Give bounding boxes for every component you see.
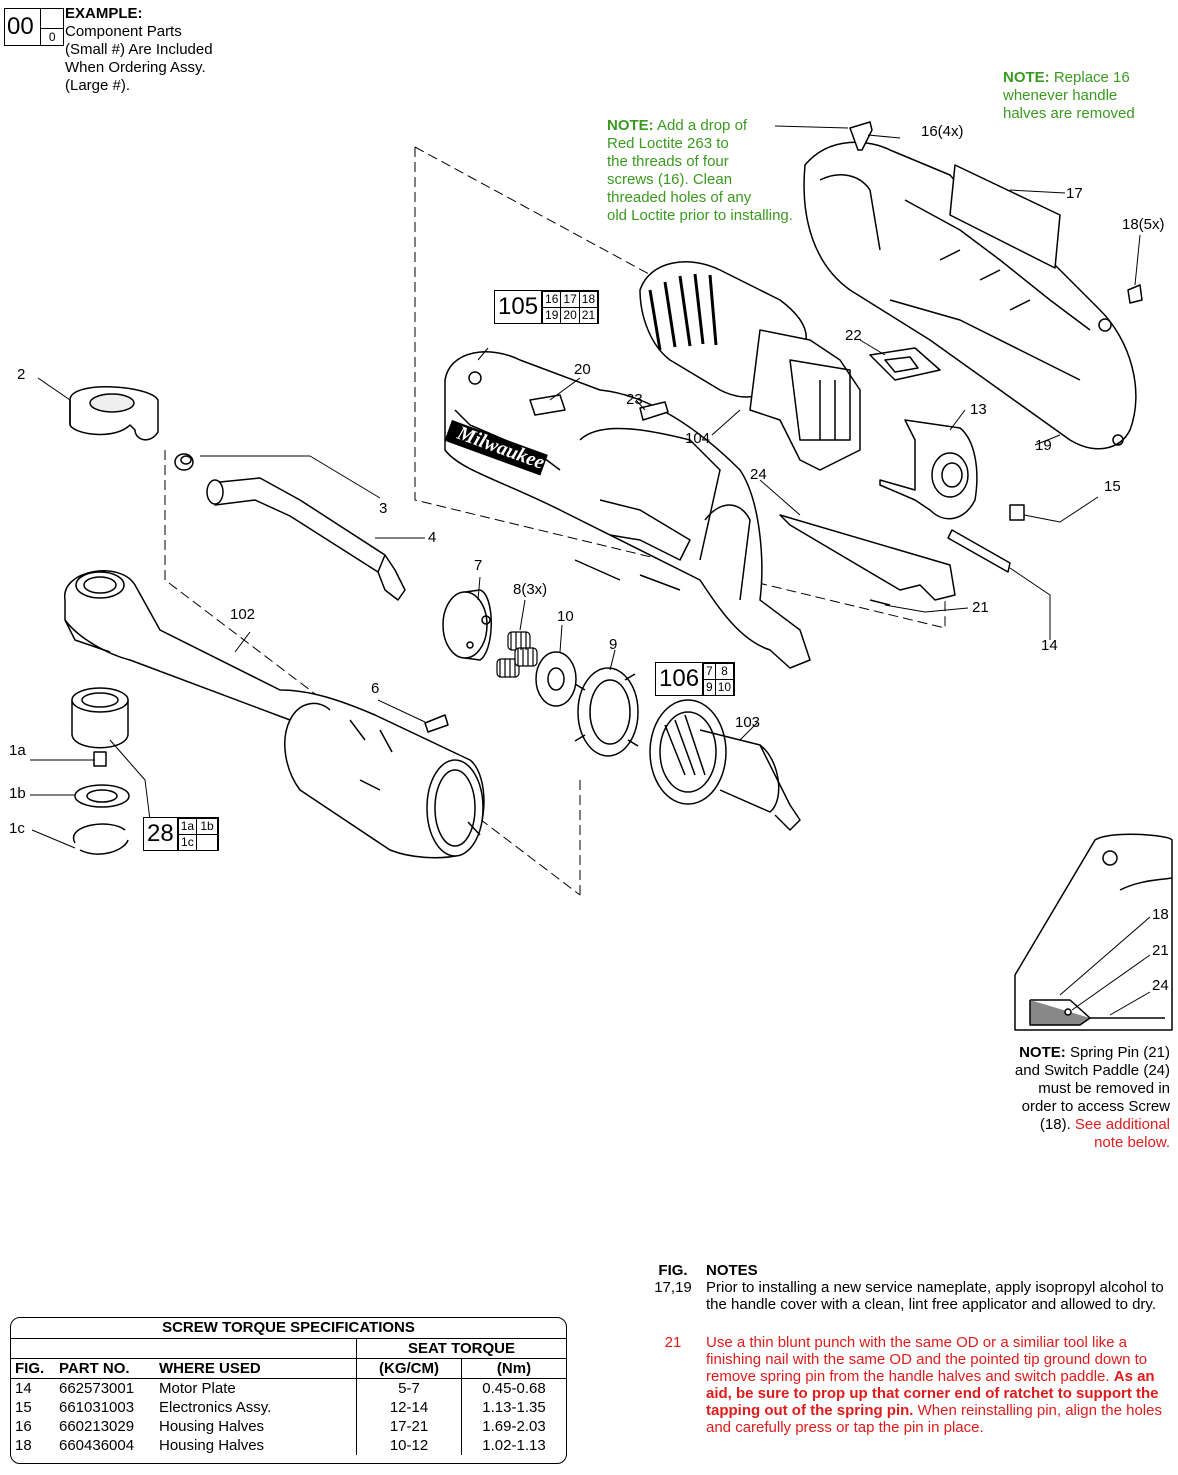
callout-103: 103 [735, 714, 761, 731]
detail-callout-24: 24 [1152, 977, 1169, 994]
callout-6: 6 [371, 680, 380, 697]
callout-1b: 1b [9, 785, 26, 802]
note-loctite: NOTE: Add a drop of Red Loctite 263 to t… [607, 117, 793, 224]
example-line-2: (Small #) Are Included [65, 41, 213, 58]
part-103-motor-shaft [649, 699, 801, 831]
callout-15: 15 [1104, 478, 1121, 495]
handle-housing [444, 351, 811, 669]
callout-4: 4 [428, 529, 437, 546]
col-where-used: WHERE USED [159, 1360, 261, 1377]
callout-7: 7 [474, 557, 483, 574]
callout-16: 16(4x) [921, 123, 964, 140]
callout-21: 21 [972, 599, 989, 616]
note-1-text: Prior to installing a new service namepl… [706, 1279, 1164, 1313]
handle-half-19 [803, 141, 1137, 450]
detail-callout-18: 18 [1152, 906, 1169, 923]
note-loctite-prefix: NOTE: [607, 117, 654, 134]
part-1a-adapter [71, 687, 129, 767]
callout-14: 14 [1041, 637, 1058, 654]
callout-1a: 1a [9, 742, 26, 759]
part-102-housing [64, 570, 485, 859]
callout-17: 17 [1066, 185, 1083, 202]
callout-3: 3 [379, 500, 388, 517]
example-small-number: 0 [41, 28, 63, 45]
part-8-gears [496, 631, 538, 678]
callout-10: 10 [557, 608, 574, 625]
screw-torque-table: SCREW TORQUE SPECIFICATIONS SEAT TORQUE … [10, 1317, 567, 1464]
col-kgcm: (KG/CM) [356, 1358, 462, 1379]
part-4-shaft [206, 477, 406, 601]
seat-torque-header: SEAT TORQUE [356, 1339, 566, 1359]
note-2-fig: 21 [664, 1334, 682, 1351]
callout-19: 19 [1035, 437, 1052, 454]
detail-callout-21: 21 [1152, 942, 1169, 959]
col-nm: (Nm) [461, 1358, 566, 1379]
callout-23: 23 [626, 391, 643, 408]
example-heading: EXAMPLE: [65, 5, 143, 22]
callout-24: 24 [750, 466, 767, 483]
note-2-text: Use a thin blunt punch with the same OD … [706, 1334, 1162, 1436]
callout-13: 13 [970, 401, 987, 418]
note-spring-pin: NOTE: Spring Pin (21) and Switch Paddle … [1014, 1044, 1170, 1151]
callout-18: 18(5x) [1122, 216, 1165, 233]
part-2-ring [69, 386, 159, 441]
example-big-number: 00 [5, 9, 42, 45]
detail-inset [1014, 833, 1173, 1031]
notes-block: FIG. NOTES 17,19 Prior to installing a n… [640, 1262, 1170, 1436]
callout-8: 8(3x) [513, 581, 548, 598]
callout-22: 22 [845, 327, 862, 344]
torque-table-title: SCREW TORQUE SPECIFICATIONS [11, 1318, 566, 1339]
example-kit-box: 00 0 [4, 8, 64, 46]
callout-104: 104 [685, 430, 711, 447]
part-7-carrier [442, 589, 492, 661]
notes-fig-header: FIG. [658, 1262, 688, 1279]
part-13-motor-plate [879, 419, 978, 520]
example-line-4: (Large #). [65, 77, 131, 94]
example-line-3: When Ordering Assy. [65, 59, 206, 76]
col-part-no: PART NO. [59, 1360, 130, 1377]
notes-header: NOTES [706, 1262, 758, 1279]
part-104-electronics [639, 261, 861, 471]
note-1-fig: 17,19 [654, 1279, 692, 1296]
callout-9: 9 [609, 636, 618, 653]
part-9-ring-gear [574, 667, 639, 757]
note-replace-16: NOTE: Replace 16 whenever handle halves … [1003, 69, 1135, 122]
callout-102: 102 [230, 606, 256, 623]
example-line-1: Component Parts [65, 23, 182, 40]
callout-1c: 1c [9, 820, 25, 837]
col-fig: FIG. [15, 1360, 45, 1377]
callout-2: 2 [17, 366, 26, 383]
callout-20: 20 [574, 361, 591, 378]
